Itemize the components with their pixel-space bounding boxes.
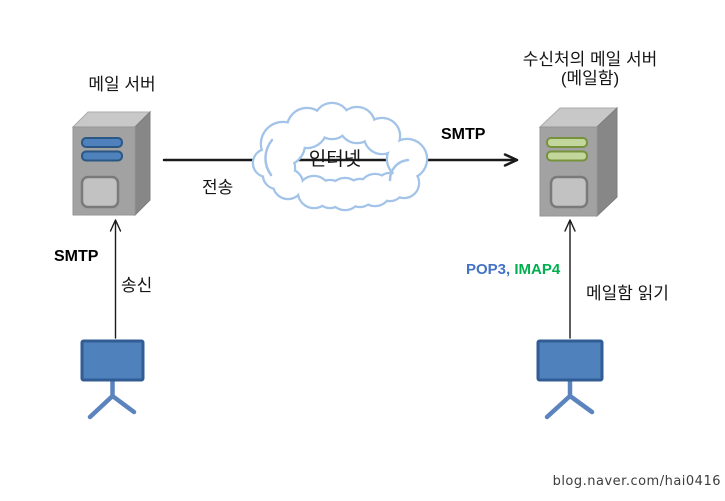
mailbox-read-label: 메일함 읽기 xyxy=(586,284,669,303)
receiver-server-label-line1: 수신처의 메일 서버 xyxy=(522,50,658,69)
read-arrow-icon xyxy=(564,219,576,339)
sender-server-label: 메일 서버 xyxy=(88,75,156,94)
imap4-label: IMAP4 xyxy=(514,261,561,278)
smtp-label-left: SMTP xyxy=(54,248,99,265)
sender-server-icon xyxy=(71,110,152,217)
watermark: blog.naver.com/hai0416 xyxy=(552,474,721,489)
sender-client-icon xyxy=(80,339,145,420)
receiver-server-icon xyxy=(538,106,619,218)
receiver-server-label-line2: (메일함) xyxy=(560,69,620,88)
send-label: 송신 xyxy=(121,276,153,295)
send-arrow-icon xyxy=(109,219,122,339)
protocol-label: POP3, IMAP4 xyxy=(466,261,560,278)
transfer-arrow-icon xyxy=(162,153,519,167)
receiver-client-icon xyxy=(536,339,604,420)
transfer-label: 전송 xyxy=(202,178,234,197)
internet-label: 인터넷 xyxy=(308,149,362,170)
receiver-server-label: 수신처의 메일 서버 (메일함) xyxy=(505,50,675,88)
pop3-label: POP3, xyxy=(466,261,511,278)
cloud-icon xyxy=(251,101,429,212)
smtp-label-top: SMTP xyxy=(441,126,486,143)
